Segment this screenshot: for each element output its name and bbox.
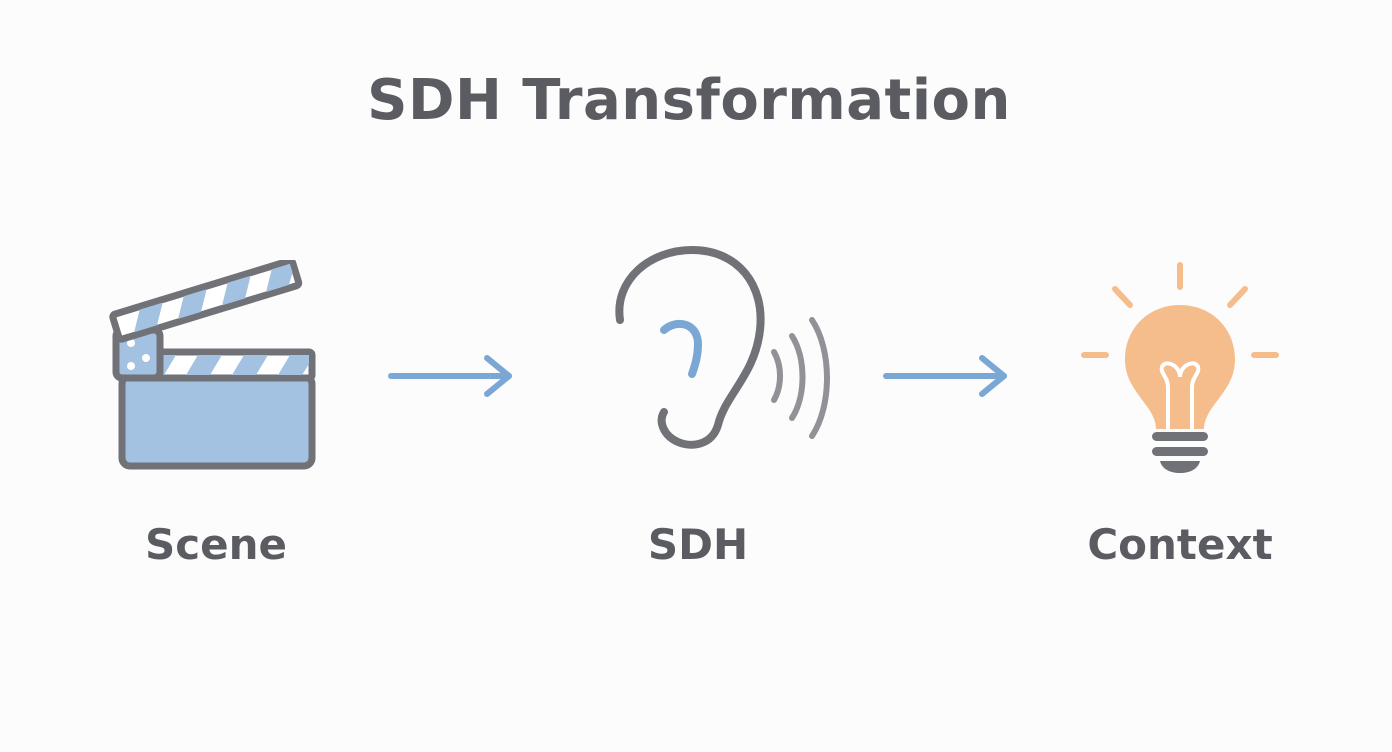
lightbulb-icon	[1081, 262, 1279, 473]
arrow-right-icon	[883, 355, 1007, 397]
step-label-context: Context	[1087, 520, 1273, 569]
step-label-scene: Scene	[144, 520, 288, 569]
ear-sound-icon	[615, 245, 830, 449]
step-label-sdh: SDH	[647, 520, 749, 569]
diagram-title: SDH Transformation	[367, 68, 1011, 133]
clapperboard-icon	[109, 260, 316, 470]
arrow-right-icon	[388, 355, 512, 397]
